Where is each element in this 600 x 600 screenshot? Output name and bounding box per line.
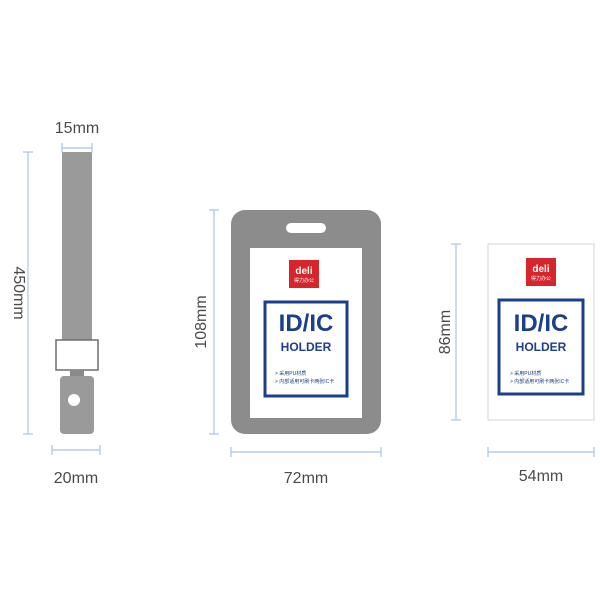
card-body bbox=[487, 243, 595, 421]
lanyard-clip-hole bbox=[68, 394, 80, 406]
card-feature-1: > 采用PU材质 bbox=[510, 371, 542, 377]
holder-feature-1: > 采用PU材质 bbox=[275, 371, 307, 377]
card-holder bbox=[231, 210, 381, 434]
holder-width-label: 72mm bbox=[283, 470, 329, 487]
holder-logo-brand: deli bbox=[295, 266, 313, 277]
card-title-line2: HOLDER bbox=[515, 340, 567, 354]
card-logo-brand: deli bbox=[532, 264, 550, 275]
strap-length-label: 450mm bbox=[10, 266, 27, 320]
lanyard-buckle bbox=[55, 339, 99, 371]
lanyard-dimension-lines bbox=[23, 143, 101, 455]
holder-slot bbox=[286, 223, 326, 233]
id-card bbox=[487, 243, 595, 421]
card-dimension-lines bbox=[451, 243, 595, 457]
card-logo-sub: 得力办公 bbox=[530, 276, 551, 282]
holder-title-line2: HOLDER bbox=[280, 340, 332, 354]
clip-width-label: 20mm bbox=[53, 470, 99, 487]
lanyard bbox=[55, 152, 99, 434]
card-title-line1: ID/IC bbox=[513, 310, 569, 337]
card-height-label: 86mm bbox=[437, 309, 454, 355]
strap-width-label: 15mm bbox=[54, 120, 100, 137]
holder-deli-logo: deli 得力办公 bbox=[289, 260, 319, 288]
lanyard-strap bbox=[62, 152, 92, 342]
card-deli-logo: deli 得力办公 bbox=[526, 258, 556, 286]
card-feature-2: > 内部适用可刷卡两张IC卡 bbox=[510, 379, 570, 385]
holder-logo-sub: 得力办公 bbox=[293, 278, 314, 284]
lanyard-clip-neck bbox=[70, 370, 84, 378]
holder-feature-2: > 内部适用可刷卡两张IC卡 bbox=[275, 379, 335, 385]
card-border bbox=[497, 298, 585, 396]
holder-dimension-lines bbox=[209, 209, 382, 457]
holder-height-label: 108mm bbox=[193, 295, 210, 349]
holder-card-border bbox=[263, 300, 349, 398]
holder-title-line1: ID/IC bbox=[278, 310, 334, 337]
card-width-label: 54mm bbox=[518, 468, 564, 485]
